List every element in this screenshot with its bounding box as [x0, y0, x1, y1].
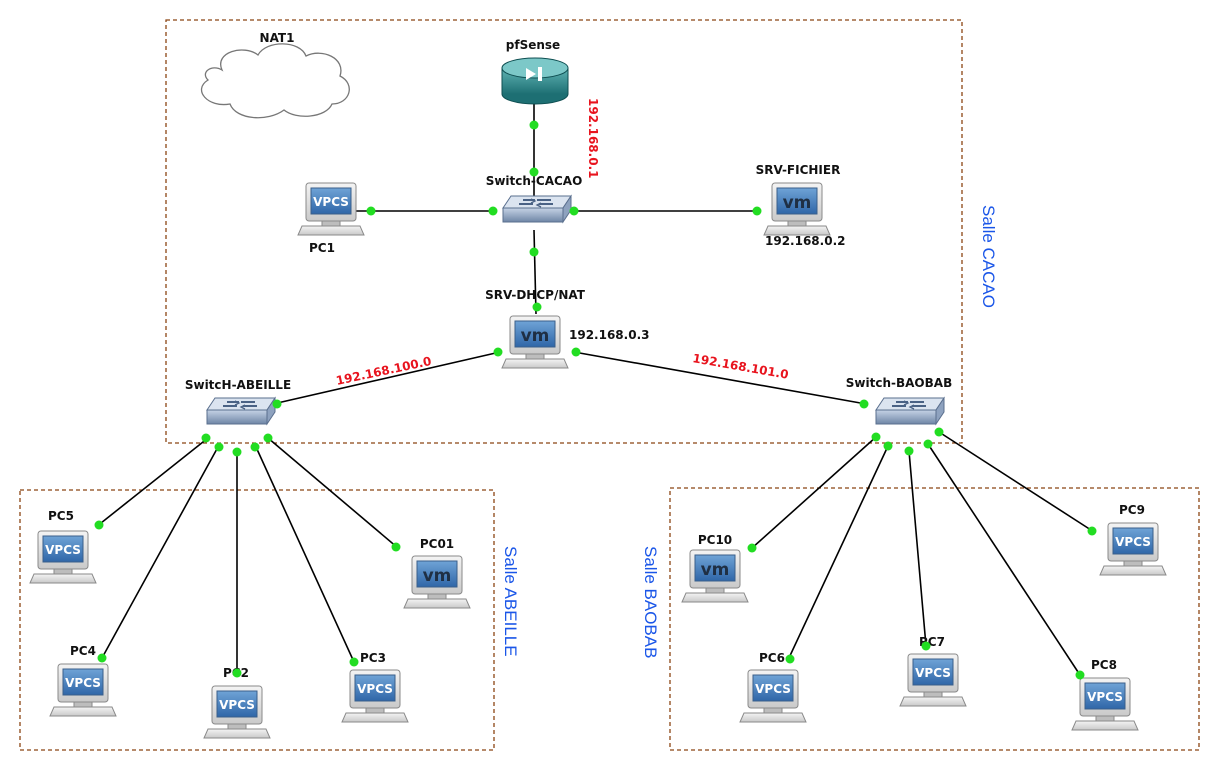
pc5-icon[interactable]	[29, 530, 97, 584]
port-dot	[529, 247, 539, 257]
port-dot	[232, 668, 242, 678]
srv-dhcp-ip: 192.168.0.3	[569, 328, 649, 342]
port-dot	[391, 542, 401, 552]
pfsense-ip-label: 192.168.0.1	[586, 98, 600, 178]
link-baobab-pc7	[908, 450, 927, 647]
port-dot	[785, 654, 795, 664]
port-dot	[366, 206, 376, 216]
links-layer	[95, 103, 1092, 676]
pc8-icon[interactable]	[1071, 677, 1139, 731]
pc9-icon[interactable]	[1099, 522, 1167, 576]
port-dot	[201, 433, 211, 443]
zone-abeille-box	[19, 489, 495, 751]
port-dot	[921, 641, 931, 651]
port-dot	[94, 520, 104, 530]
port-dot	[569, 206, 579, 216]
port-dot	[493, 347, 503, 357]
port-dot	[883, 441, 893, 451]
link-switch-cacao-srv-dhcp	[533, 229, 537, 315]
link-abeille-pc4	[101, 446, 219, 659]
port-dot	[97, 653, 107, 663]
port-dot	[859, 399, 869, 409]
port-dot	[923, 439, 933, 449]
switch-cacao-label: Switch-CACAO	[486, 174, 583, 188]
port-dot	[532, 302, 542, 312]
switch-baobab-label: Switch-BAOBAB	[846, 376, 952, 390]
port-dot	[263, 433, 273, 443]
pc7-icon[interactable]	[899, 653, 967, 707]
port-dot	[752, 206, 762, 216]
port-dot	[488, 206, 498, 216]
zone-baobab-box	[669, 487, 1200, 751]
srv-fichier-icon[interactable]	[763, 182, 831, 236]
pc1-label: PC1	[309, 241, 335, 255]
pc9-label: PC9	[1119, 503, 1145, 517]
srv-dhcp-icon[interactable]	[501, 315, 569, 369]
pc3-label: PC3	[360, 651, 386, 665]
nat1-cloud-icon[interactable]	[201, 43, 350, 119]
pc3-icon[interactable]	[341, 669, 409, 723]
pc6-icon[interactable]	[739, 669, 807, 723]
srv-dhcp-label: SRV-DHCP/NAT	[485, 288, 586, 302]
port-dot	[904, 446, 914, 456]
port-dot	[571, 347, 581, 357]
zone-cacao-box	[165, 19, 963, 444]
pc5-label: PC5	[48, 509, 74, 523]
switch-abeille-icon[interactable]	[206, 397, 276, 425]
pc1-icon[interactable]	[297, 182, 365, 236]
port-dot	[529, 120, 539, 130]
link-srv-dhcp-switch-baobab	[573, 351, 867, 405]
srv-fichier-label: SRV-FICHIER	[756, 163, 841, 177]
pc10-label: PC10	[698, 533, 732, 547]
pfsense-router-icon[interactable]	[501, 57, 569, 105]
switch-abeille-label: SwitcH-ABEILLE	[185, 378, 291, 392]
port-dot	[529, 167, 539, 177]
pc01-label: PC01	[420, 537, 454, 551]
port-dot	[1075, 670, 1085, 680]
pc8-label: PC8	[1091, 658, 1117, 672]
pfsense-label: pfSense	[506, 38, 560, 52]
pc10-icon[interactable]	[681, 549, 749, 603]
port-dot	[934, 427, 944, 437]
nat1-label: NAT1	[260, 31, 295, 45]
baobab-net-label: 192.168.101.0	[691, 351, 789, 382]
link-dots-layer	[94, 120, 1097, 680]
switch-baobab-icon[interactable]	[875, 397, 945, 425]
link-baobab-pc6	[787, 445, 889, 661]
pc01-icon[interactable]	[403, 555, 471, 609]
pc4-icon[interactable]	[49, 663, 117, 717]
zone-abeille-label: Salle ABEILLE	[501, 546, 520, 657]
link-srv-dhcp-switch-abeille	[272, 351, 501, 405]
port-dot	[272, 399, 282, 409]
zone-cacao-label: Salle CACAO	[979, 205, 998, 308]
port-dot	[747, 543, 757, 553]
port-dot	[214, 442, 224, 452]
link-baobab-pc10	[751, 436, 877, 549]
zone-baobab-label: Salle BAOBAB	[641, 546, 660, 658]
link-baobab-pc8	[927, 443, 1081, 676]
port-dot	[1087, 526, 1097, 536]
pc4-label: PC4	[70, 644, 96, 658]
port-dot	[250, 442, 260, 452]
pc6-label: PC6	[759, 651, 785, 665]
link-abeille-pc01	[267, 437, 399, 549]
link-abeille-pc5	[95, 437, 209, 528]
srv-fichier-ip: 192.168.0.2	[765, 234, 845, 248]
pc2-icon[interactable]	[203, 685, 271, 739]
link-abeille-pc3	[255, 446, 355, 663]
port-dot	[349, 657, 359, 667]
port-dot	[232, 447, 242, 457]
link-baobab-pc9	[938, 431, 1092, 531]
port-dot	[871, 432, 881, 442]
switch-cacao-icon[interactable]	[502, 195, 572, 223]
